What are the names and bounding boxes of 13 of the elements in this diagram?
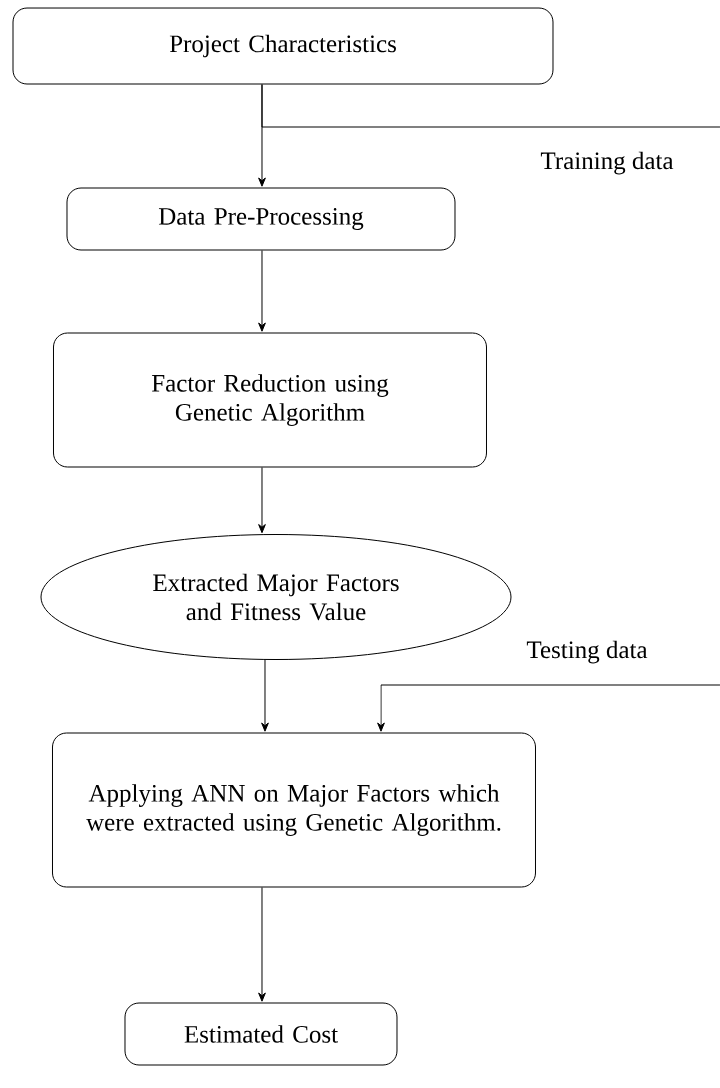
arrow (261, 659, 269, 732)
arrow (258, 467, 266, 534)
process-box: Applying ANN on Major Factors which were extracted using Genetic Algorithm. (52, 732, 536, 888)
process-box: Project Characteristics (12, 7, 554, 85)
process-box: Estimated Cost (124, 1002, 398, 1066)
arrow (258, 887, 266, 1002)
arrow (258, 250, 266, 332)
process-box: Factor Reduction using Genetic Algorithm (53, 332, 487, 468)
branch-line (261, 84, 720, 128)
edge-label: Training data (540, 151, 674, 175)
edge-label: Testing data (526, 640, 648, 664)
process-box: Data Pre-Processing (66, 187, 456, 251)
arrow (377, 684, 720, 732)
